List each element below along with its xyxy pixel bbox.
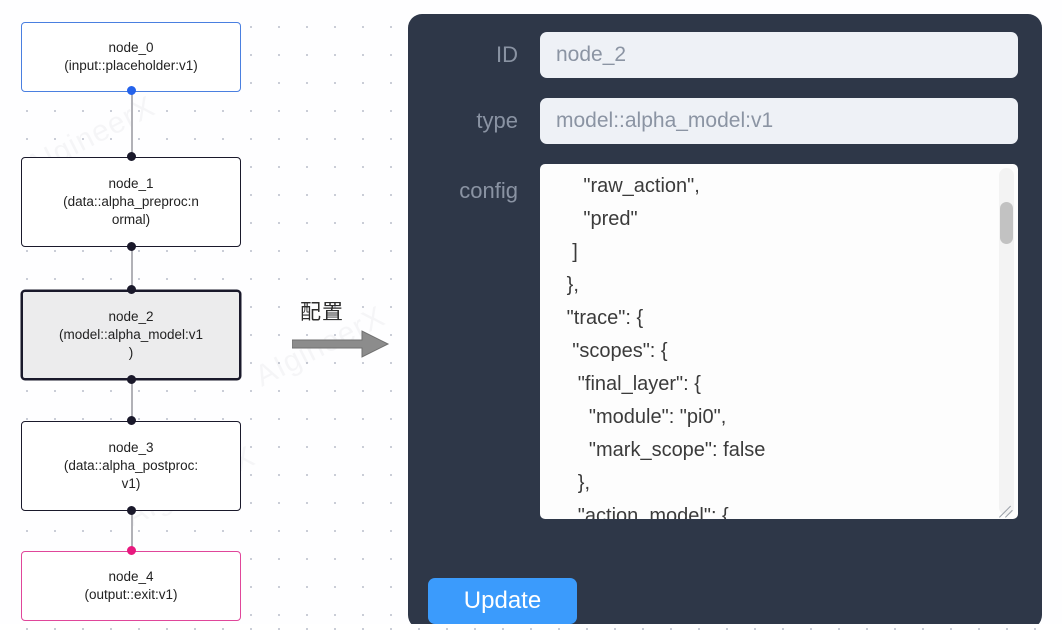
node-config-panel: ID type config "raw_action", "pred" ] },… xyxy=(408,14,1042,629)
update-button[interactable]: Update xyxy=(428,578,577,624)
node_1-target-handle[interactable] xyxy=(127,152,136,161)
id-input[interactable] xyxy=(540,32,1018,78)
arrow-right-icon xyxy=(292,330,390,358)
annotation-arrow-group: 配置 xyxy=(292,296,396,366)
flow-node-node_4[interactable]: node_4 (output::exit:v1) xyxy=(21,551,241,621)
flow-node-label: node_2 (model::alpha_model:v1 ) xyxy=(58,309,204,360)
edge-node2-node3 xyxy=(131,377,133,421)
annotation-caption: 配置 xyxy=(300,301,344,324)
node_3-source-handle[interactable] xyxy=(127,506,136,515)
id-field-row: ID xyxy=(422,32,1028,78)
config-scrollbar-thumb[interactable] xyxy=(1000,202,1013,244)
id-field-label: ID xyxy=(496,42,518,67)
config-scrollbar-track[interactable] xyxy=(999,168,1014,515)
node_1-source-handle[interactable] xyxy=(127,242,136,251)
flow-node-node_3[interactable]: node_3 (data::alpha_postproc: v1) xyxy=(21,421,241,511)
flow-node-node_1[interactable]: node_1 (data::alpha_preproc:n ormal) xyxy=(21,157,241,247)
type-input[interactable] xyxy=(540,98,1018,144)
config-textarea[interactable]: "raw_action", "pred" ] }, "trace": { "sc… xyxy=(540,164,1018,519)
resize-handle-icon[interactable] xyxy=(998,500,1016,518)
node_2-source-handle[interactable] xyxy=(127,375,136,384)
flow-node-node_2[interactable]: node_2 (model::alpha_model:v1 ) xyxy=(21,290,241,380)
config-field-label: config xyxy=(459,178,518,203)
flow-node-node_0[interactable]: node_0 (input::placeholder:v1) xyxy=(21,22,241,92)
config-field-row: config "raw_action", "pred" ] }, "trace"… xyxy=(422,164,1028,519)
node_4-target-handle[interactable] xyxy=(127,546,136,555)
node_2-target-handle[interactable] xyxy=(127,285,136,294)
type-field-label: type xyxy=(476,108,518,133)
flow-node-label: node_3 (data::alpha_postproc: v1) xyxy=(63,440,199,491)
edge-node3-node4 xyxy=(131,511,133,551)
type-field-row: type xyxy=(422,98,1028,144)
dot-grid-strip xyxy=(0,624,1062,643)
flow-graph[interactable]: node_0 (input::placeholder:v1) node_1 (d… xyxy=(0,0,300,643)
flow-node-label: node_4 (output::exit:v1) xyxy=(84,569,178,602)
edge-node0-node1 xyxy=(131,90,133,158)
canvas-bottom-edge xyxy=(0,624,1062,643)
flow-node-label: node_0 (input::placeholder:v1) xyxy=(64,40,198,73)
node_0-source-handle[interactable] xyxy=(127,86,136,95)
edge-node1-node2 xyxy=(131,245,133,293)
node_3-target-handle[interactable] xyxy=(127,416,136,425)
config-editor-wrap: "raw_action", "pred" ] }, "trace": { "sc… xyxy=(540,164,1018,519)
flow-node-label: node_1 (data::alpha_preproc:n ormal) xyxy=(63,176,199,227)
